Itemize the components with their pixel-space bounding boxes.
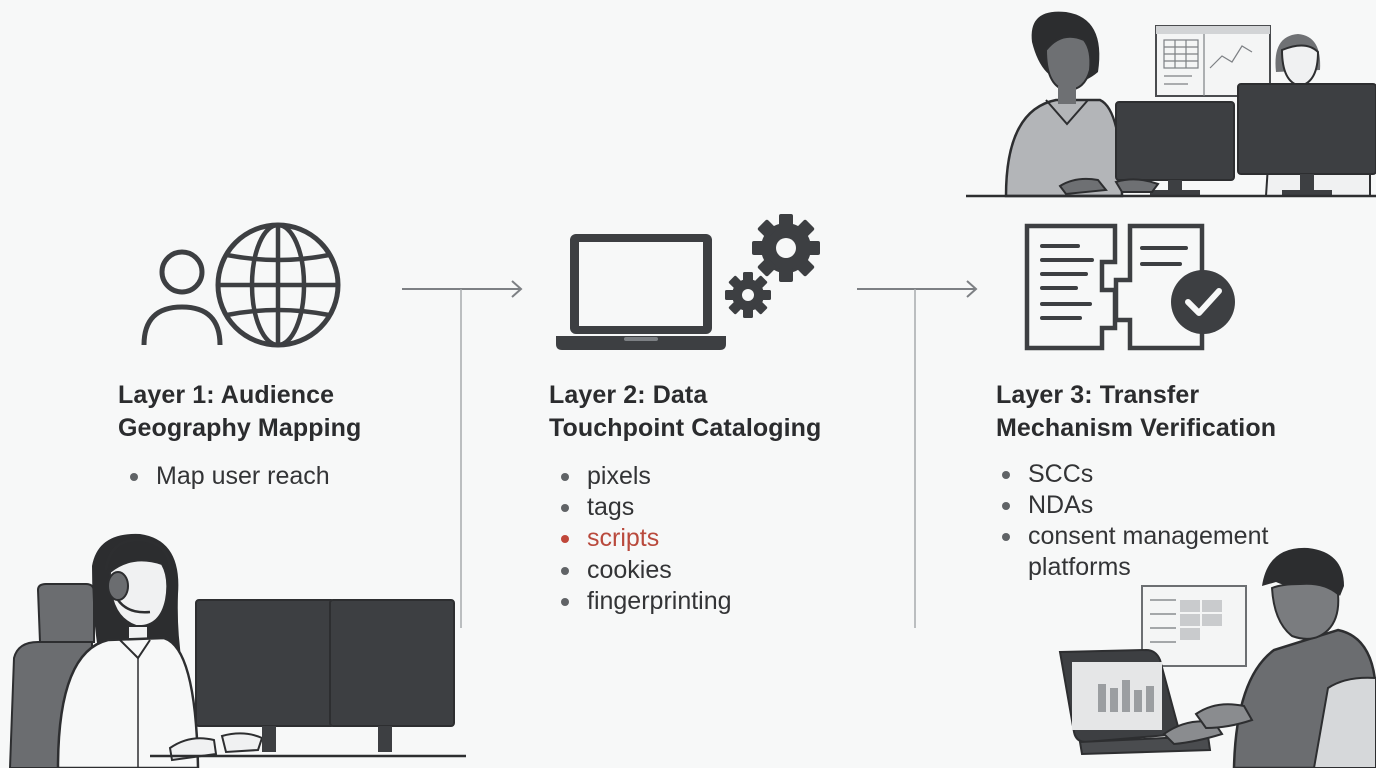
layer2-bullet-list: pixels tags scripts cookies fingerprinti…: [555, 461, 732, 617]
list-item: cookies: [555, 555, 732, 586]
list-item-text: scripts: [587, 524, 660, 553]
list-item: pixels: [555, 461, 732, 492]
list-item-text: pixels: [587, 462, 651, 490]
layer2-title: Layer 2: Data Touchpoint Cataloging: [549, 379, 821, 445]
list-item-continuation: platforms: [996, 552, 1268, 583]
bullet-dot: [561, 535, 569, 544]
list-item-text: Map user reach: [156, 462, 330, 490]
list-item-text: NDAs: [1028, 491, 1094, 520]
bullet-dot: [1002, 533, 1010, 542]
list-item-text: SCCs: [1028, 460, 1094, 488]
list-item: Map user reach: [124, 461, 330, 492]
layer3-title: Layer 3: Transfer Mechanism Verification: [996, 379, 1276, 445]
bullet-dot: [561, 473, 569, 481]
layer3-bullet-list: SCCs NDAs consent management platforms: [996, 459, 1268, 583]
list-item-text: platforms: [1028, 552, 1131, 581]
bullet-dot: [561, 597, 569, 606]
list-item: consent management: [996, 521, 1268, 552]
laptop-gears-icon: [556, 214, 820, 350]
list-item: SCCs: [996, 459, 1268, 490]
support-agent-illustration: [8, 533, 466, 768]
layer1-title-line1: Layer 1: Audience: [118, 381, 335, 409]
list-item-text: consent management: [1028, 522, 1269, 551]
layer2-title-line2: Touchpoint Cataloging: [549, 414, 822, 442]
bullet-dot: [1002, 502, 1010, 511]
layer3-title-line2: Mechanism Verification: [996, 414, 1277, 442]
layer1-bullet-list: Map user reach: [124, 461, 330, 492]
list-item-text: cookies: [587, 555, 672, 584]
layer1-title: Layer 1: Audience Geography Mapping: [118, 379, 361, 445]
bullet-dot: [561, 566, 569, 575]
layer1-title-line2: Geography Mapping: [118, 414, 362, 442]
list-item: fingerprinting: [555, 586, 732, 617]
layer3-title-line1: Layer 3: Transfer: [996, 381, 1200, 409]
layer2-title-line1: Layer 2: Data: [549, 381, 708, 409]
bullet-dot: [130, 473, 138, 481]
person-globe-icon: [141, 222, 341, 348]
list-item: NDAs: [996, 490, 1268, 521]
person-laptop-illustration: [1058, 547, 1376, 768]
bullet-dot: [561, 504, 569, 513]
list-item-highlighted: scripts: [555, 523, 732, 554]
document-check-icon: [1024, 223, 1235, 351]
list-item: tags: [555, 492, 732, 523]
list-item-text: fingerprinting: [587, 586, 732, 615]
bullet-dot: [1002, 471, 1010, 479]
list-item-text: tags: [587, 493, 635, 522]
office-workers-illustration: [966, 11, 1376, 198]
